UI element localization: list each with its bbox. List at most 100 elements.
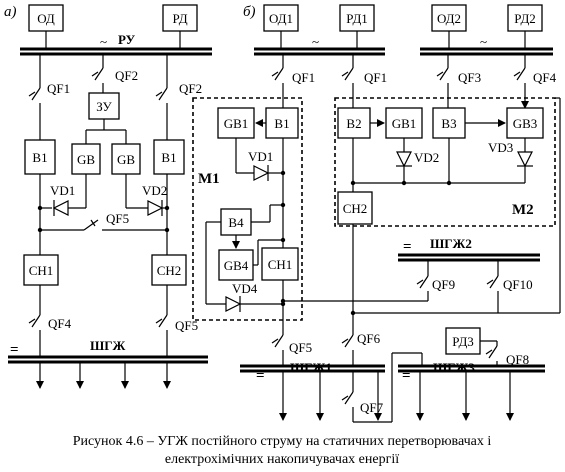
qf1-b2-mark	[341, 71, 349, 77]
b2-block	[337, 107, 371, 139]
qf1-b2-contact	[344, 67, 354, 81]
qf5-a-mid-mark	[90, 219, 96, 227]
m2-module-frame	[334, 97, 556, 227]
qf9-contact	[419, 275, 429, 289]
gb-right-block	[111, 143, 141, 175]
qf5-a-mid-label: QF5	[106, 211, 129, 226]
vd2-a-diode	[147, 200, 164, 216]
qf3-b-contact	[439, 67, 449, 81]
qf10-contact	[489, 275, 499, 289]
qf8-mark	[485, 349, 493, 355]
m1-module-frame	[192, 97, 303, 321]
qf4-b-contact	[516, 67, 526, 81]
b1-left-label: B1	[32, 150, 47, 165]
sn1-a-block	[23, 254, 59, 286]
vd1-a-label: VD1	[50, 183, 75, 198]
panel-label-a: а)	[4, 4, 17, 20]
qf9-label: QF9	[432, 277, 455, 292]
qf6-mark	[341, 338, 349, 344]
shgzh-bus-label: ШГЖ	[90, 338, 126, 353]
qf1-b1-mark	[271, 71, 279, 77]
vd2-a-label: VD2	[142, 183, 167, 198]
vd3-label: VD3	[488, 140, 513, 155]
node	[280, 170, 286, 176]
node	[164, 205, 170, 211]
qf5-b-label: QF5	[289, 340, 312, 355]
shgzh2-bus-label: ШГЖ2	[430, 236, 472, 251]
qf4-b-mark	[513, 71, 521, 77]
qf3-b-label: QF3	[458, 70, 481, 85]
shgzh3-eq: =	[402, 368, 411, 384]
m1-module-label: M1	[198, 171, 220, 187]
gb3-label: GB3	[513, 116, 538, 131]
panel-label-b: б)	[243, 4, 256, 20]
b1-left-block	[24, 139, 56, 175]
od-block-label: ОД	[37, 11, 55, 26]
b4-label: B4	[228, 215, 244, 230]
qf10-label: QF10	[503, 277, 533, 292]
qf1-a-label: QF1	[47, 81, 70, 96]
gb1-m2-label: GB1	[392, 116, 417, 131]
od1-block	[263, 4, 299, 32]
ac-bus2-tilde: ~	[480, 34, 487, 49]
caption-line-1: Рисунок 4.6 – УГЖ постійного струму на с…	[73, 434, 492, 449]
qf2-a-contact	[158, 87, 168, 101]
qf5-b-contact	[274, 334, 284, 348]
gb-left-block	[71, 143, 101, 175]
vd4-label: VD4	[232, 281, 258, 296]
vd2-m2-label: VD2	[414, 150, 439, 165]
od1-block-label: ОД1	[269, 11, 293, 26]
qf1-b2-label: QF1	[364, 70, 387, 85]
node	[37, 227, 43, 233]
od2-block-label: ОД2	[437, 11, 461, 26]
ru-tilde: ~	[100, 34, 107, 49]
qf6-contact	[344, 334, 354, 348]
node	[401, 180, 407, 186]
node	[350, 180, 356, 186]
qf2-a-top-mark	[91, 71, 99, 77]
gb1-m1-label: GB1	[224, 116, 249, 131]
rd2-block-label: РД2	[514, 11, 536, 26]
b2-label: B2	[346, 116, 361, 131]
shgzh1-bus-label: ШГЖ1	[290, 360, 332, 375]
qf9-mark	[416, 279, 424, 285]
node	[37, 205, 43, 211]
qf1-a-mark	[28, 91, 36, 97]
qf8-label: QF8	[506, 352, 529, 367]
shgzh-eq: =	[10, 342, 19, 358]
gb1-m2-block	[385, 107, 423, 139]
qf8-contact	[488, 345, 498, 359]
b1-right-block	[153, 139, 185, 175]
gb-right-label: GB	[117, 152, 135, 167]
vd1-m1-label: VD1	[248, 149, 273, 164]
b1-m1-label: B1	[274, 116, 289, 131]
shgzh1-eq: =	[256, 368, 265, 384]
qf3-b-mark	[436, 71, 444, 77]
qf5-a-mid-contact	[83, 219, 99, 231]
qf2-a-mark	[155, 91, 163, 97]
rd-block-label: РД	[172, 11, 187, 26]
qf4-b-label: QF4	[533, 70, 557, 85]
qf10-mark	[486, 279, 494, 285]
qf2-a-top-label: QF2	[115, 68, 138, 83]
rd2-block	[507, 4, 543, 32]
b1-right-label: B1	[161, 150, 176, 165]
rd3-label: РД3	[452, 334, 474, 349]
qf2-a-top-contact	[94, 67, 104, 81]
qf5-b-mark	[271, 338, 279, 344]
vd2-m2-diode	[396, 151, 412, 168]
zu-block	[88, 92, 120, 120]
node	[164, 227, 170, 233]
b3-label: B3	[441, 116, 456, 131]
vd3-diode	[517, 151, 533, 168]
shgzh2-eq: =	[403, 239, 412, 255]
qf5-a-label: QF5	[175, 318, 198, 333]
vd1-a-diode	[52, 200, 69, 216]
gb3-block	[506, 107, 544, 139]
qf7-label: QF7	[360, 400, 384, 415]
shgzh3-bus-label: ШГЖ3	[433, 360, 475, 375]
sn1-a-label: СН1	[29, 263, 54, 278]
rd1-block	[339, 4, 375, 32]
zu-block-label: ЗУ	[96, 99, 112, 114]
